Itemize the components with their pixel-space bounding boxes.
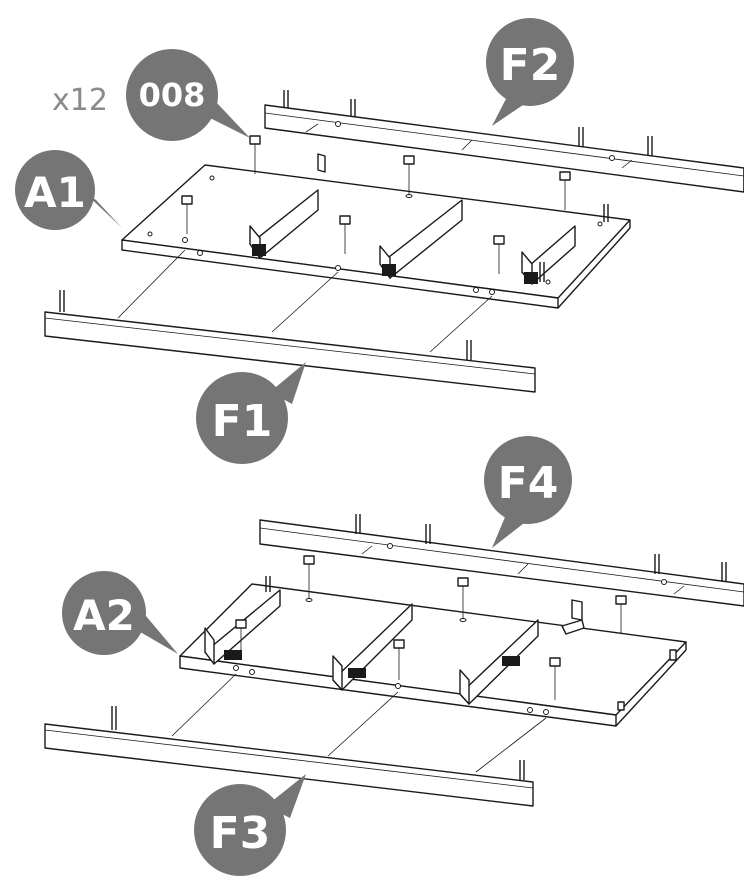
- runner: [379, 199, 463, 279]
- glide: [559, 171, 571, 210]
- glide: [235, 619, 247, 660]
- dowel: [350, 99, 356, 117]
- quantity-label: x12: [52, 83, 108, 118]
- dowel: [59, 290, 65, 312]
- dowel: [519, 760, 525, 780]
- glide: [549, 657, 561, 700]
- glide: [393, 639, 405, 680]
- callout-a1-label: A1: [24, 168, 86, 217]
- glide: [249, 135, 261, 174]
- callout-f3: F3: [194, 774, 306, 876]
- plate-a2: [179, 555, 687, 727]
- callout-a2-label: A2: [73, 591, 135, 640]
- rail-f2: [264, 90, 744, 193]
- runner: [521, 225, 576, 285]
- dowel: [283, 90, 289, 108]
- runner: [459, 619, 539, 705]
- callout-f1-label: F1: [212, 396, 273, 447]
- dowel: [111, 706, 117, 730]
- glide: [403, 155, 415, 198]
- runner: [249, 153, 326, 259]
- callout-f4-label: F4: [498, 458, 559, 509]
- dowel: [355, 514, 361, 534]
- callout-a2: A2: [62, 571, 178, 655]
- glide: [181, 195, 193, 234]
- glide: [615, 595, 627, 634]
- dowel: [578, 127, 584, 147]
- callout-f4: F4: [484, 436, 572, 548]
- part-number-label: 008: [139, 76, 206, 114]
- bottom-assembly: [44, 514, 744, 807]
- glide: [457, 577, 469, 622]
- callout-f3-label: F3: [210, 808, 271, 859]
- dowel: [721, 562, 727, 582]
- glide: [339, 215, 351, 254]
- dowel: [466, 340, 472, 360]
- plate-a1: [121, 135, 631, 309]
- callout-part-008: 008: [126, 49, 250, 141]
- glide: [493, 235, 505, 274]
- dowel: [425, 524, 431, 544]
- glide: [303, 555, 315, 602]
- top-assembly: [44, 90, 744, 393]
- dowel: [654, 554, 660, 574]
- dowel: [647, 136, 653, 156]
- rail-f4: [259, 514, 744, 607]
- callout-f2: F2: [486, 18, 574, 126]
- runner: [332, 603, 413, 691]
- rail-f3: [44, 673, 547, 807]
- callout-a1: A1: [15, 150, 122, 230]
- bracket: [561, 599, 585, 635]
- callout-f1: F1: [196, 362, 306, 464]
- callout-f2-label: F2: [500, 40, 561, 91]
- rail-f1: [44, 249, 536, 393]
